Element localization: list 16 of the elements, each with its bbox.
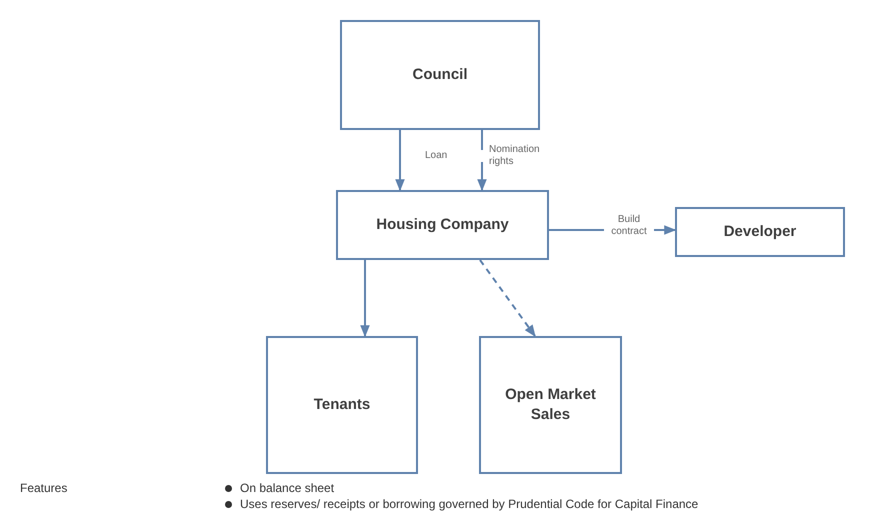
process-box [675, 207, 845, 257]
process-box [340, 20, 540, 130]
bullet-text: On balance sheet [240, 481, 334, 495]
node-label: Developer [724, 222, 796, 242]
node-label: Council [412, 64, 468, 85]
process-box [336, 190, 549, 260]
arrow [360, 260, 370, 338]
process-box [479, 336, 622, 474]
node-label: Open Market Sales [504, 384, 597, 425]
process-box [266, 336, 418, 474]
arrow [479, 259, 536, 337]
arrow [395, 130, 405, 192]
bullet-text: Uses reserves/ receipts or borrowing governed by Prudential Code for Capital Finance [240, 497, 698, 511]
section-label: Features [20, 481, 68, 495]
node-label: Tenants [314, 394, 370, 415]
node-label: Housing Company [376, 214, 509, 235]
